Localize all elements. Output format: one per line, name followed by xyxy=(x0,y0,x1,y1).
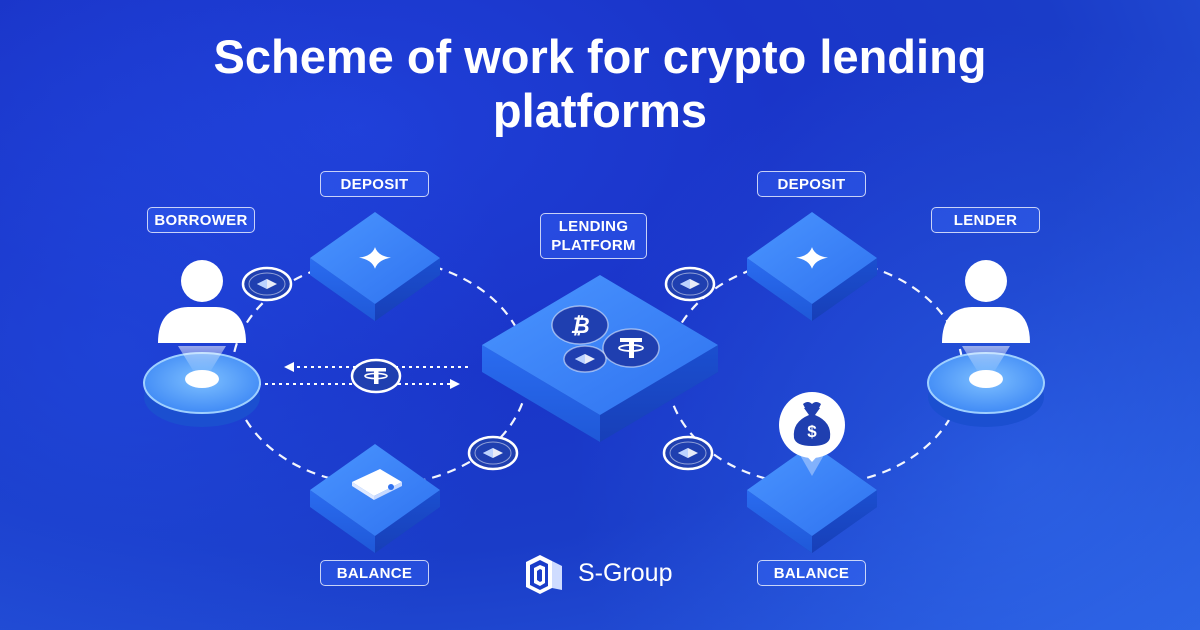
money-bag-icon: $ xyxy=(779,392,845,462)
wallet-icon xyxy=(352,469,402,500)
deposit-block-right xyxy=(747,212,877,321)
bitcoin-icon: ₿ xyxy=(551,305,609,345)
balance-label-right: BALANCE xyxy=(757,560,866,586)
deposit-label-right: DEPOSIT xyxy=(757,171,866,197)
s-group-logo-icon xyxy=(526,555,562,594)
tether-icon xyxy=(602,328,660,368)
ethereum-icon xyxy=(664,266,716,302)
page-title: Scheme of work for crypto lending platfo… xyxy=(0,30,1200,138)
sparkle-icon xyxy=(359,247,391,269)
balance-block-left xyxy=(310,444,440,553)
ethereum-icon xyxy=(662,435,714,471)
deposit-block-left xyxy=(310,212,440,321)
borrower-label: BORROWER xyxy=(147,207,255,233)
balance-label-left: BALANCE xyxy=(320,560,429,586)
transfer-arrow-right xyxy=(258,379,460,389)
borrower-avatar xyxy=(143,260,261,427)
user-icon xyxy=(942,260,1030,343)
lending-platform-block: ₿ xyxy=(482,275,718,442)
lender-avatar xyxy=(927,260,1045,427)
transfer-arrow-left xyxy=(284,362,470,372)
svg-text:₿: ₿ xyxy=(570,313,589,338)
svg-text:$: $ xyxy=(807,422,817,441)
ethereum-icon xyxy=(241,266,293,302)
brand-name: S-Group xyxy=(578,558,673,587)
tether-icon xyxy=(350,358,402,394)
title-line-2: platforms xyxy=(492,84,708,137)
lender-label: LENDER xyxy=(931,207,1040,233)
user-icon xyxy=(158,260,246,343)
deposit-label-left: DEPOSIT xyxy=(320,171,429,197)
brand-logo: S-Group xyxy=(522,552,672,594)
lending-platform-label-line-2: PLATFORM xyxy=(551,237,636,254)
title-line-1: Scheme of work for crypto lending xyxy=(213,30,987,83)
ethereum-icon xyxy=(467,435,519,471)
balance-block-right xyxy=(747,444,877,553)
sparkle-icon xyxy=(796,247,828,269)
lending-platform-label: LENDING PLATFORM xyxy=(540,213,647,259)
ethereum-icon xyxy=(563,345,607,373)
lending-platform-label-line-1: LENDING xyxy=(558,218,629,235)
